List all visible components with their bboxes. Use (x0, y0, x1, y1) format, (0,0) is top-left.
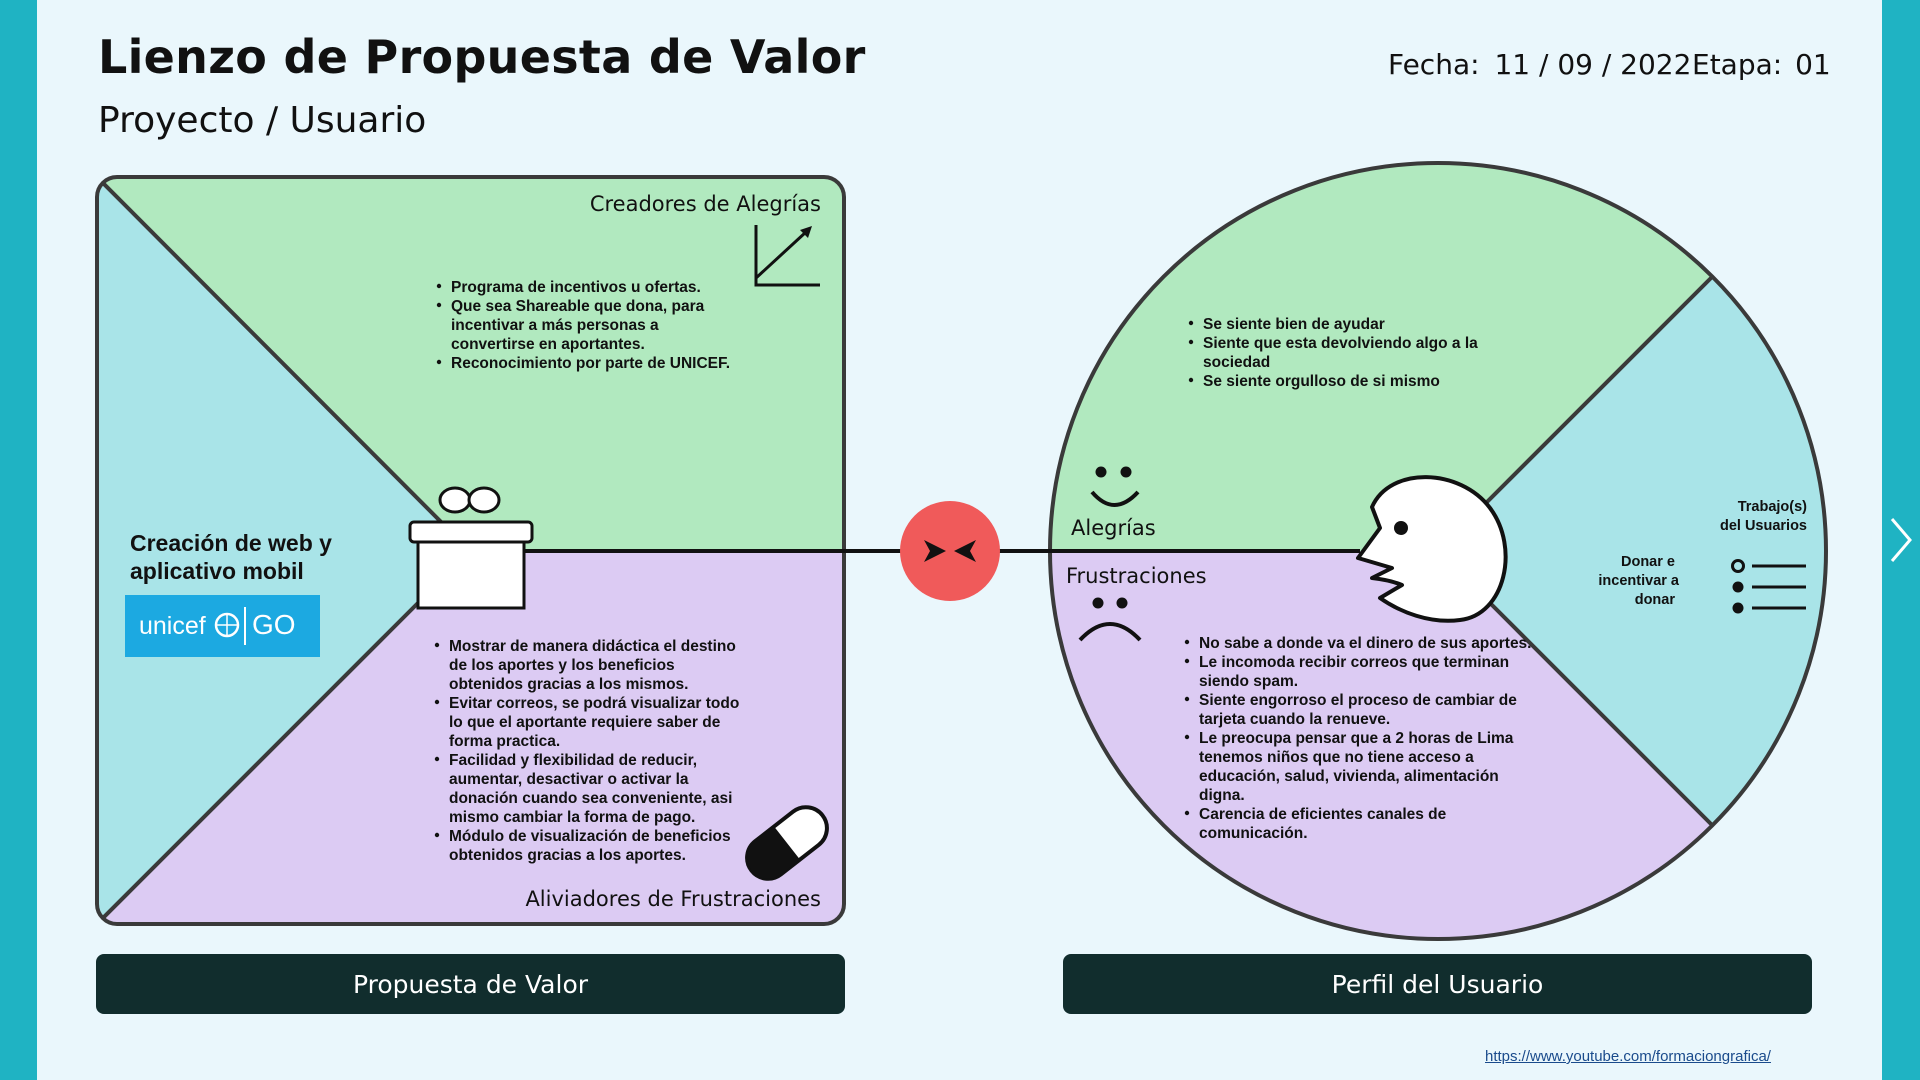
list-item: Siente engorroso el proceso de cambiar d… (1199, 692, 1517, 709)
date-field: Fecha: 11 / 09 / 2022 (1388, 48, 1691, 81)
next-slide-icon[interactable] (1888, 515, 1914, 565)
list-item: Reconocimiento por parte de UNICEF. (451, 355, 730, 372)
list-item: educación, salud, vivienda, alimentación (1199, 768, 1499, 785)
unicef-go-logo: unicef GO (125, 595, 320, 657)
list-item: obtenidos gracias a los mismos. (449, 676, 688, 693)
user-head-icon (1356, 475, 1508, 623)
pain-relievers-list: Mostrar de manera didáctica el destino d… (434, 638, 739, 864)
list-item: aumentar, desactivar o activar la (449, 771, 689, 788)
pains-label: Frustraciones (1066, 564, 1207, 588)
page-title: Lienzo de Propuesta de Valor (98, 30, 866, 84)
value-proposition-square (97, 177, 844, 924)
gift-icon (408, 486, 534, 610)
value-proposition-button[interactable]: Propuesta de Valor (96, 954, 845, 1014)
user-profile-button[interactable]: Perfil del Usuario (1063, 954, 1812, 1014)
arrow-left-icon (954, 540, 976, 562)
left-border (0, 0, 37, 1080)
happy-face-icon (1090, 466, 1140, 507)
list-item: Mostrar de manera didáctica el destino (449, 638, 736, 655)
list-item: de los aportes y los beneficios (449, 657, 675, 674)
products-line-2: aplicativo mobil (130, 558, 304, 584)
jobs-area (1438, 277, 1826, 825)
gains-list: Se siente bien de ayudar Siente que esta… (1188, 316, 1478, 390)
list-item: Se siente orgulloso de si mismo (1203, 373, 1440, 390)
products-line-1: Creación de web y (130, 530, 332, 556)
stage-value: 01 (1795, 48, 1831, 81)
job-line-2: incentivar a (1598, 573, 1680, 589)
list-item: Le preocupa pensar que a 2 horas de Lima (1199, 730, 1514, 747)
gain-creators-area (97, 177, 844, 551)
list-item: Facilidad y flexibilidad de reducir, (449, 752, 697, 769)
pains-list: No sabe a donde va el dinero de sus apor… (1184, 635, 1532, 842)
list-item: Que sea Shareable que dona, para (451, 298, 705, 315)
arrow-right-icon (924, 540, 946, 562)
jobs-label-1: Trabajo(s) (1738, 499, 1807, 515)
gain-creators-list: Programa de incentivos u ofertas. Que se… (436, 279, 730, 372)
gain-creators-label: Creadores de Alegrías (590, 192, 821, 216)
list-item: mismo cambiar la forma de pago. (449, 809, 695, 826)
list-item: Se siente bien de ayudar (1203, 316, 1385, 333)
job-line-3: donar (1635, 592, 1676, 608)
list-item: tenemos niños que no tiene acceso a (1199, 749, 1474, 766)
right-border (1882, 0, 1920, 1080)
list-item: Módulo de visualización de beneficios (449, 828, 731, 845)
date-value: 11 / 09 / 2022 (1494, 48, 1692, 81)
list-item: lo que el aportante requiere saber de (449, 714, 721, 731)
list-item: convertirse en aportantes. (451, 336, 645, 353)
logo-go: GO (252, 609, 296, 640)
stage-label: Etapa: (1692, 48, 1783, 81)
gains-label: Alegrías (1071, 516, 1156, 540)
fit-circle (900, 501, 1000, 601)
page-subtitle: Proyecto / Usuario (98, 100, 427, 141)
list-item: digna. (1199, 787, 1245, 804)
logo-text: unicef (139, 612, 206, 640)
pill-icon (745, 805, 829, 881)
products-services-area (97, 177, 470, 924)
stage-field: Etapa: 01 (1692, 48, 1831, 81)
list-item: donación cuando sea conveniente, asi (449, 790, 732, 807)
list-item: comunicación. (1199, 825, 1308, 842)
pain-relievers-area (97, 551, 844, 924)
list-item: Carencia de eficientes canales de (1199, 806, 1447, 823)
list-item: Programa de incentivos u ofertas. (451, 279, 701, 296)
sad-face-icon (1078, 597, 1142, 642)
list-item: incentivar a más personas a (451, 317, 659, 334)
jobs-label-2: del Usuarios (1720, 518, 1807, 534)
youtube-link[interactable]: https://www.youtube.com/formaciongrafica… (1485, 1048, 1771, 1065)
list-item: forma practica. (449, 733, 560, 750)
list-item: obtenidos gracias a los aportes. (449, 847, 686, 864)
pain-relievers-label: Aliviadores de Frustraciones (525, 887, 821, 911)
date-label: Fecha: (1388, 48, 1480, 81)
list-icon (1731, 559, 1806, 614)
list-item: tarjeta cuando la renueve. (1199, 711, 1390, 728)
list-item: Evitar correos, se podrá visualizar todo (449, 695, 739, 712)
list-item: No sabe a donde va el dinero de sus apor… (1199, 635, 1532, 652)
list-item: Le incomoda recibir correos que terminan (1199, 654, 1509, 671)
list-item: siendo spam. (1199, 673, 1298, 690)
job-line-1: Donar e (1621, 554, 1675, 570)
list-item: sociedad (1203, 354, 1270, 371)
list-item: Siente que esta devolviendo algo a la (1203, 335, 1478, 352)
growth-chart-icon (754, 225, 820, 287)
